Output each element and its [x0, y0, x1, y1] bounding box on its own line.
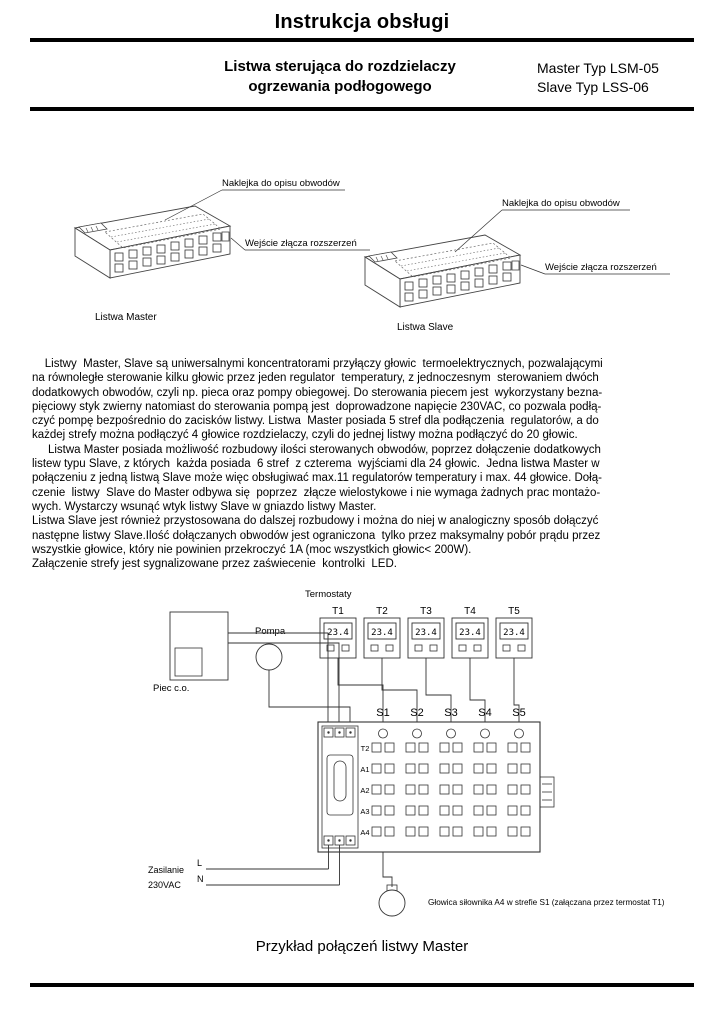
- master-strip: S1 S2 S3 S4 S5 T2 A1 A2 A3 A4: [317, 707, 555, 853]
- zone-label-s5: S5: [512, 707, 525, 719]
- slave-drawing-caption: Listwa Slave: [397, 322, 454, 333]
- thermostat-display: 23.4: [415, 628, 437, 638]
- thermostat-display: 23.4: [371, 628, 393, 638]
- model-types: Master Typ LSM-05 Slave Typ LSS-06: [537, 59, 659, 97]
- thermostat-t2: T2 23.4: [363, 606, 401, 659]
- product-title-line2: ogrzewania podłogowego: [248, 78, 432, 95]
- body-text-line: czenie listwy Slave do Master odbywa się…: [32, 486, 601, 499]
- din-rail-module: [74, 205, 231, 279]
- row-label-a3: A3: [360, 807, 369, 816]
- body-text-line: każdej strefy można podłączyć 4 głowice …: [32, 429, 578, 442]
- sticker-callout-label: Naklejka do opisu obwodów: [222, 178, 340, 189]
- zone-column-s2: [405, 728, 429, 837]
- document-title: Instrukcja obsługi: [274, 11, 450, 33]
- body-text-line: pięciowy styk zwierny natomiast do stero…: [32, 400, 602, 413]
- row-label-a2: A2: [360, 786, 369, 795]
- horizontal-rule-bottom: [30, 983, 694, 987]
- body-text-line: wszystkie głowice, który nie powinien pr…: [32, 543, 472, 556]
- body-text-line: dodatkowych obwodów, czyli np. pieca ora…: [32, 386, 603, 399]
- expansion-connector: [539, 776, 555, 808]
- horizontal-rule-top: [30, 38, 694, 42]
- connector-callout-label: Wejście złącza rozszerzeń: [245, 238, 357, 249]
- row-label-a1: A1: [360, 765, 369, 774]
- thermostat-display: 23.4: [459, 628, 481, 638]
- connector-callout-leader: [520, 264, 546, 275]
- thermostat-wires: [337, 658, 520, 729]
- pump-circle: [255, 643, 283, 671]
- thermostat-id: T2: [376, 606, 388, 617]
- power-supply: Zasilanie 230VAC L N: [148, 845, 340, 890]
- model-master: Master Typ LSM-05: [537, 60, 659, 76]
- thermostat-t1: T1 23.4: [319, 606, 357, 659]
- thermostat-id: T4: [464, 606, 476, 617]
- sticker-callout-leader: [454, 209, 503, 253]
- din-rail-module: [364, 234, 521, 308]
- model-slave: Slave Typ LSS-06: [537, 79, 649, 95]
- thermostat-id: T1: [332, 606, 344, 617]
- thermostat-id: T3: [420, 606, 432, 617]
- pump-wire: [268, 670, 351, 726]
- connector-callout-label: Wejście złącza rozszerzeń: [545, 262, 657, 273]
- body-text-line: czyć pompę bezpośrednio do zacisków list…: [32, 415, 599, 428]
- body-text-line: listew typu Slave, z których każda posia…: [32, 458, 600, 471]
- body-text-line: Listwa Slave jest również przystosowana …: [32, 515, 599, 528]
- thermostat-t5: T5 23.4: [495, 606, 533, 659]
- thermostat-display: 23.4: [503, 628, 525, 638]
- row-label-a4: A4: [360, 828, 369, 837]
- zone-column-s4: [473, 728, 497, 837]
- master-module-drawing: Naklejka do opisu obwodów Wejście złącza…: [74, 178, 370, 323]
- body-text-line: Listwa Master posiada możliwość rozbudow…: [32, 443, 601, 456]
- body-text-line: następne listwy Slave.Ilość dołączanych …: [32, 529, 601, 542]
- thermostat-display: 23.4: [327, 628, 349, 638]
- pump-label: Pompa: [255, 626, 286, 637]
- body-text-line: Listwy Master, Slave są uniwersalnymi ko…: [32, 358, 603, 370]
- supply-label-line2: 230VAC: [148, 880, 181, 890]
- sticker-callout-label: Naklejka do opisu obwodów: [502, 198, 620, 209]
- phase-label: L: [197, 858, 202, 868]
- zone-label-s2: S2: [410, 707, 423, 719]
- product-title-line1: Listwa sterująca do rozdzielaczy: [224, 58, 456, 75]
- zone-column-s1: [371, 728, 395, 837]
- body-text-line: Załączenie strefy jest sygnalizowane prz…: [32, 558, 397, 571]
- zone-label-s4: S4: [478, 707, 491, 719]
- product-title: Listwa sterująca do rozdzielaczy ogrzewa…: [170, 57, 510, 97]
- body-text-line: wych. Wystarczy wsunąć wtyk listwy Slave…: [32, 500, 377, 513]
- thermostat-id: T5: [508, 606, 520, 617]
- slave-module-drawing: Naklejka do opisu obwodów Wejście złącza…: [364, 198, 670, 333]
- boiler: Piec c.o.: [153, 611, 340, 726]
- master-drawing-caption: Listwa Master: [95, 312, 157, 323]
- zone-column-s3: [439, 728, 463, 837]
- boiler-label: Piec c.o.: [153, 683, 189, 694]
- body-text-line: połączeniu z jedną listwą Slave może wię…: [32, 472, 602, 485]
- row-label-t2: T2: [361, 744, 370, 753]
- thermostats-group-label: Termostaty: [305, 589, 352, 600]
- diagram-caption: Przykład połączeń listwy Master: [255, 938, 469, 955]
- sticker-callout-leader: [164, 189, 223, 221]
- zone-label-s1: S1: [376, 707, 389, 719]
- body-text-line: na równoległe sterowanie kilku głowic pr…: [32, 372, 599, 385]
- thermostat-t4: T4 23.4: [451, 606, 489, 659]
- neutral-label: N: [197, 874, 204, 884]
- wiring-diagram: Termostaty T1 23.4 T2 23.4 T3 23.4 T4 2: [148, 589, 665, 917]
- connector-callout-leader: [230, 237, 246, 251]
- body-paragraphs: Listwy Master, Slave są uniwersalnymi ko…: [32, 357, 696, 571]
- thermostat-t3: T3 23.4: [407, 606, 445, 659]
- actuator-head: Głowica siłownika A4 w strefie S1 (załąc…: [378, 852, 665, 917]
- horizontal-rule-header: [30, 107, 694, 111]
- zone-label-s3: S3: [444, 707, 457, 719]
- actuator-note: Głowica siłownika A4 w strefie S1 (załąc…: [428, 898, 665, 907]
- supply-label-line1: Zasilanie: [148, 865, 184, 875]
- zone-column-s5: [507, 728, 531, 837]
- actuator-circle: [378, 889, 406, 917]
